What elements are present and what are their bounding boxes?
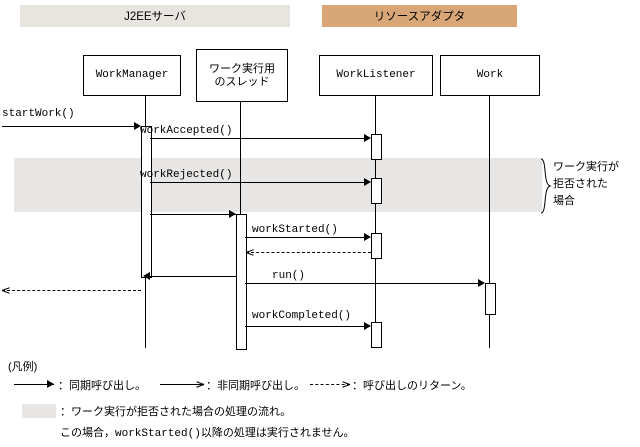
legend-title: (凡例) xyxy=(8,361,38,373)
header-j2ee-server: J2EEサーバ xyxy=(20,5,290,27)
message-arrow-run xyxy=(245,283,478,284)
return-arrow-work-started xyxy=(246,252,371,253)
message-arrowhead-spawn-thread xyxy=(229,210,236,218)
message-label-work-started: workStarted() xyxy=(252,224,338,236)
message-label-start-work: startWork() xyxy=(2,108,75,120)
participant-work-label: Work xyxy=(476,69,504,81)
activation-work-listener-started xyxy=(371,233,382,259)
message-arrow-work-completed xyxy=(245,326,364,327)
message-arrow-work-started xyxy=(245,237,364,238)
lifeline-work-listener xyxy=(375,94,376,348)
legend-sync-text: ：同期呼び出し。 xyxy=(58,380,146,392)
message-label-run: run() xyxy=(272,270,306,282)
activation-work-thread xyxy=(236,214,247,350)
message-label-work-accepted: workAccepted() xyxy=(140,125,233,137)
message-arrow-spawn-thread xyxy=(150,214,236,215)
message-label-work-rejected: workRejected() xyxy=(140,169,233,181)
legend-band-note: この場合，workStarted()以降の処理は実行されません。 xyxy=(60,428,355,440)
participant-work-thread-label-line2: のスレッド xyxy=(214,75,270,88)
message-arrowhead-work-accepted xyxy=(364,134,371,142)
activation-work-listener-accepted xyxy=(371,134,382,160)
legend-band-text: ：ワーク実行が拒否された場合の処理の流れ。 xyxy=(60,406,292,418)
annotation-brace xyxy=(540,158,552,214)
activation-work-listener-completed xyxy=(371,322,382,348)
legend-async-text: ：非同期呼び出し。 xyxy=(206,380,305,392)
message-arrowhead-work-completed xyxy=(364,322,371,330)
participant-work-thread-label-line1: ワーク実行用 xyxy=(209,62,275,75)
message-arrowhead-start-work xyxy=(134,122,141,130)
participant-work: Work xyxy=(440,55,540,96)
message-arrowhead-work-rejected xyxy=(364,178,371,186)
legend-async-arrow xyxy=(160,384,204,385)
legend-return-text: ：呼び出しのリターン。 xyxy=(352,380,472,392)
activation-work-run xyxy=(485,283,496,315)
participant-work-manager-label: WorkManager xyxy=(95,69,169,81)
legend-sync-arrowhead xyxy=(47,380,54,388)
message-arrow-work-accepted xyxy=(150,138,364,139)
header-j2ee-label: J2EEサーバ xyxy=(124,11,186,23)
return-arrow-start-work xyxy=(2,290,141,291)
participant-work-listener: WorkListener xyxy=(319,55,433,96)
message-arrowhead-thread-to-manager xyxy=(143,272,150,280)
activation-work-manager xyxy=(141,126,152,278)
message-arrow-start-work xyxy=(2,126,134,127)
rejected-case-band xyxy=(14,158,542,212)
participant-work-manager: WorkManager xyxy=(83,55,181,96)
legend-return-arrow xyxy=(310,384,350,385)
legend-sync-arrow xyxy=(14,384,54,385)
annotation-line-3: 場合 xyxy=(553,195,575,207)
lifeline-work xyxy=(489,94,490,348)
message-arrowhead-run xyxy=(478,279,485,287)
annotation-line-1: ワーク実行が xyxy=(553,161,619,173)
message-arrowhead-work-started xyxy=(364,233,371,241)
header-resource-label: リソースアダプタ xyxy=(373,11,466,23)
annotation-line-2: 拒否された xyxy=(553,178,608,190)
message-label-work-completed: workCompleted() xyxy=(252,310,352,322)
activation-work-listener-rejected xyxy=(371,178,382,204)
message-arrow-thread-to-manager xyxy=(150,276,236,277)
header-resource-adapter: リソースアダプタ xyxy=(322,5,517,27)
participant-work-thread: ワーク実行用 のスレッド xyxy=(196,49,288,102)
participant-work-listener-label: WorkListener xyxy=(336,69,416,81)
legend-band-swatch xyxy=(22,404,56,418)
message-arrow-work-rejected xyxy=(150,182,364,183)
